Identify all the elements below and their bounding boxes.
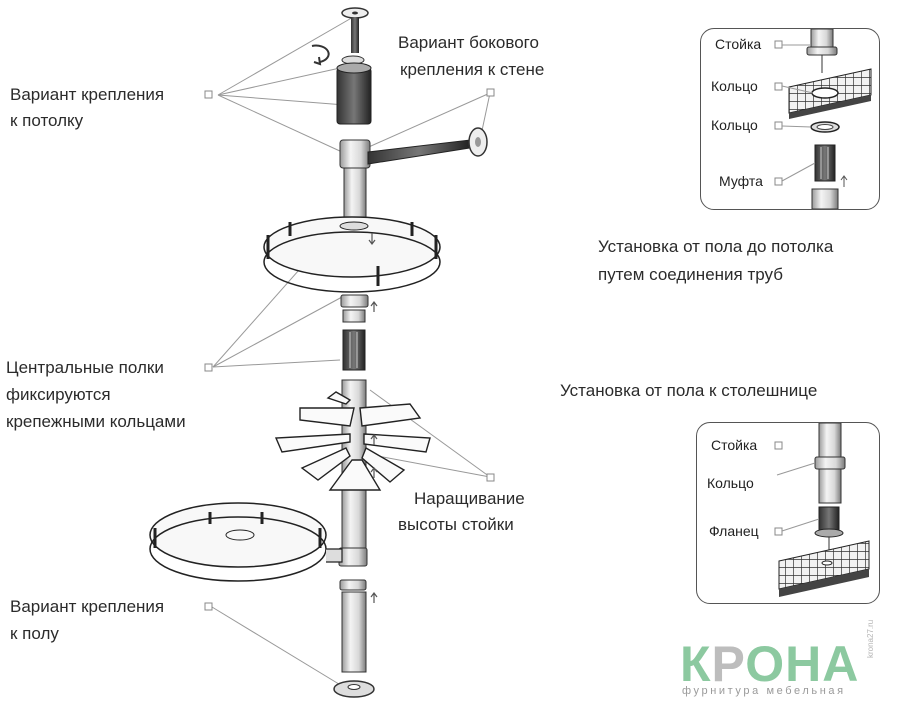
wall-mount-label-2: крепления к стене bbox=[400, 60, 545, 79]
ceiling-mount-label-1: Вариант крепления bbox=[10, 85, 165, 104]
logo-letter-r: Р bbox=[711, 636, 746, 692]
logo-letter-k: К bbox=[680, 636, 712, 692]
central-shelves-label-3: крепежными кольцами bbox=[6, 412, 186, 431]
star-shelf bbox=[274, 391, 431, 491]
floor-to-ceiling-label-1: Установка от пола до потолка bbox=[598, 237, 834, 256]
inset-bottom-flange-label: Фланец bbox=[709, 523, 759, 539]
inset-top-ring1-label: Кольцо bbox=[711, 78, 758, 94]
ceiling-mount-label-2: к потолку bbox=[10, 111, 84, 130]
inset-top-post-label: Стойка bbox=[715, 36, 762, 52]
inset-pipe-joint-drawing bbox=[774, 29, 872, 209]
ceiling-mount bbox=[311, 7, 372, 125]
inset-bottom-post-label: Стойка bbox=[711, 437, 758, 453]
lower-tray bbox=[149, 502, 343, 582]
logo-tagline: фурнитура мебельная bbox=[682, 685, 846, 697]
upper-tray bbox=[263, 216, 441, 293]
height-extension-label-1: Наращивание bbox=[414, 489, 525, 508]
floor-to-counter-label: Установка от пола к столешнице bbox=[560, 381, 818, 400]
floor-mount-label-1: Вариант крепления bbox=[10, 597, 165, 616]
direction-arrows bbox=[368, 233, 378, 603]
leader-lines bbox=[211, 15, 491, 693]
logo-wordmark: КРОНА bbox=[680, 636, 859, 692]
central-shelves-label-1: Центральные полки bbox=[6, 358, 164, 377]
wall-mount-label-1: Вариант бокового bbox=[398, 33, 539, 52]
logo-letters-rest: ОНА bbox=[745, 636, 860, 692]
floor-to-ceiling-label-2: путем соединения труб bbox=[598, 265, 783, 284]
inset-top-coupling-label: Муфта bbox=[719, 173, 763, 189]
central-shelves-label-2: фиксируются bbox=[6, 385, 111, 404]
inset-top-ring2-label: Кольцо bbox=[711, 117, 758, 133]
krona-logo: КРОНА фурнитура мебельная krona27.ru bbox=[680, 620, 880, 706]
height-extension-label-2: высоты стойки bbox=[398, 515, 514, 534]
wall-mount-arm bbox=[367, 127, 488, 165]
inset-pipe-joint: Стойка Кольцо Кольцо Муфта bbox=[700, 28, 880, 210]
floor-mount-label-2: к полу bbox=[10, 624, 59, 643]
label-markers bbox=[204, 88, 495, 611]
inset-counter-mount: Стойка Кольцо Фланец bbox=[696, 422, 880, 604]
logo-site: krona27.ru bbox=[866, 619, 875, 658]
inset-counter-mount-drawing bbox=[774, 423, 870, 597]
inset-bottom-ring-label: Кольцо bbox=[707, 475, 754, 491]
